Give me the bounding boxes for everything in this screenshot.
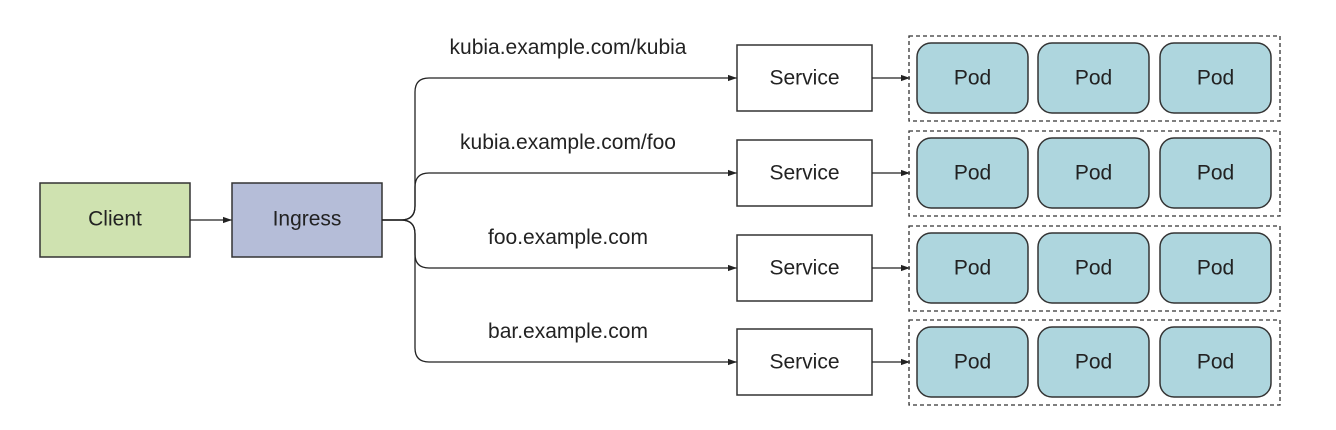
ingress-node: Ingress bbox=[231, 182, 383, 258]
ingress-box bbox=[231, 182, 383, 258]
pod-box bbox=[1037, 232, 1150, 304]
ingress-label: Ingress bbox=[273, 208, 342, 231]
ingress-to-service-connector bbox=[382, 219, 737, 366]
pod-box bbox=[1037, 326, 1150, 398]
service-box bbox=[736, 234, 873, 302]
pod-label: Pod bbox=[1075, 257, 1112, 280]
pod-box bbox=[916, 42, 1029, 114]
pod-box bbox=[1037, 137, 1150, 209]
pod-label: Pod bbox=[1075, 67, 1112, 90]
pod-group-container bbox=[908, 319, 1281, 406]
pod-group-container bbox=[908, 225, 1281, 312]
client-node: Client bbox=[39, 182, 191, 258]
pod-label: Pod bbox=[1197, 351, 1234, 374]
service-label: Service bbox=[769, 162, 839, 185]
service-label: Service bbox=[769, 67, 839, 90]
pod-box bbox=[1159, 232, 1272, 304]
pod-label: Pod bbox=[1075, 162, 1112, 185]
client-box bbox=[39, 182, 191, 258]
pod-box bbox=[916, 137, 1029, 209]
pod-group-container bbox=[908, 35, 1281, 122]
pod-box bbox=[1159, 137, 1272, 209]
route-host-label: bar.example.com bbox=[488, 320, 648, 343]
pod-label: Pod bbox=[1197, 257, 1234, 280]
service-label: Service bbox=[769, 257, 839, 280]
pod-label: Pod bbox=[954, 162, 991, 185]
service-box bbox=[736, 328, 873, 396]
route-host-label: foo.example.com bbox=[488, 226, 648, 249]
pod-label: Pod bbox=[1197, 67, 1234, 90]
route-host-label: kubia.example.com/kubia bbox=[450, 36, 687, 59]
pod-box bbox=[1037, 42, 1150, 114]
client-label: Client bbox=[88, 208, 142, 231]
service-label: Service bbox=[769, 351, 839, 374]
pod-label: Pod bbox=[954, 351, 991, 374]
pod-group-container bbox=[908, 130, 1281, 217]
pod-label: Pod bbox=[1075, 351, 1112, 374]
pod-label: Pod bbox=[954, 67, 991, 90]
pod-box bbox=[1159, 326, 1272, 398]
pod-label: Pod bbox=[1197, 162, 1234, 185]
pod-box bbox=[1159, 42, 1272, 114]
pod-box bbox=[916, 326, 1029, 398]
ingress-to-service-connector bbox=[382, 169, 737, 221]
pod-box bbox=[916, 232, 1029, 304]
service-box bbox=[736, 44, 873, 112]
pod-label: Pod bbox=[954, 257, 991, 280]
route-host-label: kubia.example.com/foo bbox=[460, 131, 676, 154]
